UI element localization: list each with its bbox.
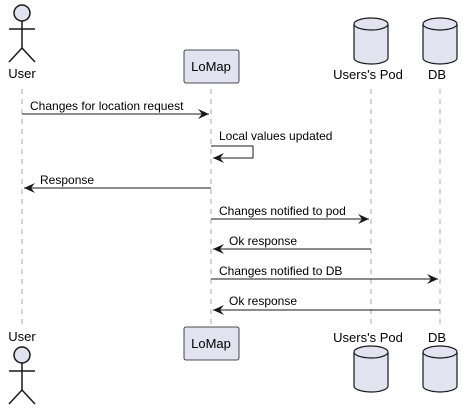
participant-db-bottom: DB	[422, 330, 458, 393]
participant-label: User	[8, 66, 36, 81]
participant-box	[183, 49, 240, 84]
message-label: Local values updated	[219, 129, 332, 143]
database-icon	[353, 17, 389, 65]
participant-box	[183, 326, 240, 361]
message-label: Changes for location request	[30, 99, 184, 113]
participant-pod-top: Users's Pod	[333, 17, 403, 82]
message-label: Changes notified to DB	[219, 264, 342, 278]
participant-label: DB	[428, 67, 446, 82]
message-6: Changes notified to DB	[211, 264, 438, 284]
participant-pod-bottom: Users's Pod	[333, 330, 403, 393]
message-label: Changes notified to pod	[219, 204, 346, 218]
database-icon	[422, 17, 458, 65]
arrowhead	[213, 153, 224, 163]
participant-label: LoMap	[191, 336, 231, 351]
participant-lomap-top: LoMap	[183, 49, 240, 84]
participant-label: LoMap	[191, 59, 231, 74]
database-icon	[353, 345, 389, 393]
message-label: Ok response	[229, 234, 297, 248]
database-icon	[422, 345, 458, 393]
arrowhead	[213, 244, 224, 254]
arrowhead	[24, 183, 35, 193]
message-5: Ok response	[213, 234, 371, 254]
arrowhead	[198, 109, 209, 119]
message-label: Ok response	[229, 294, 297, 308]
participant-db-top: DB	[422, 17, 458, 82]
message-1: Changes for location request	[22, 99, 209, 119]
participant-label: User	[8, 329, 36, 344]
arrowhead	[213, 305, 224, 315]
participant-user-bottom: User	[8, 329, 36, 405]
message-4: Changes notified to pod	[211, 204, 369, 224]
participant-user-top: User	[8, 4, 36, 81]
message-label: Response	[40, 173, 94, 187]
actor-icon	[8, 346, 36, 405]
message-7: Ok response	[213, 294, 440, 315]
message-3: Response	[24, 173, 211, 193]
participant-label: Users's Pod	[333, 330, 403, 345]
participant-lomap-bottom: LoMap	[183, 326, 240, 361]
participant-label: DB	[428, 330, 446, 345]
arrowhead	[358, 214, 369, 224]
message-2-self: Local values updated	[211, 129, 332, 163]
arrowhead	[427, 274, 438, 284]
actor-icon	[8, 4, 36, 63]
participant-label: Users's Pod	[333, 67, 403, 82]
